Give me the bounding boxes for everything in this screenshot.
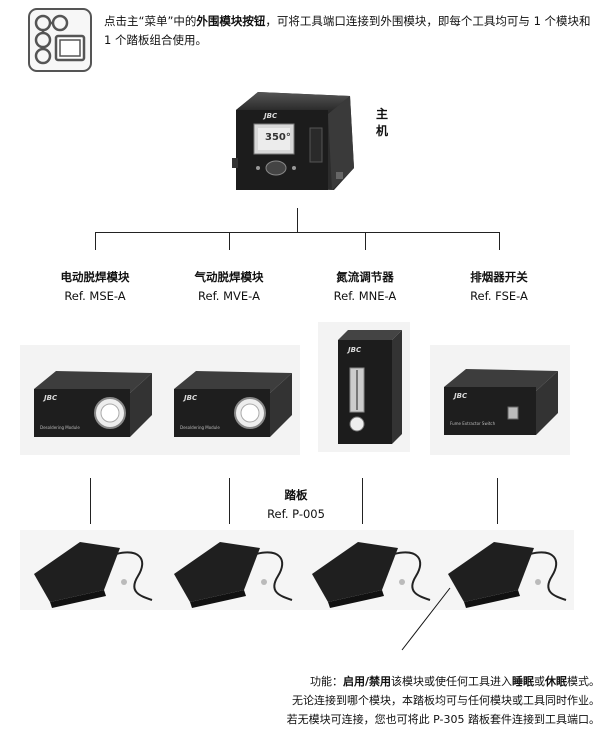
module-mse-panel-text: Desoldering Module	[40, 425, 80, 430]
module-mse-brand: JBC	[44, 394, 58, 402]
intro-text: 点击主“菜单”中的外围模块按钮，可将工具端口连接到外围模块，即每个工具均可与 1…	[104, 14, 591, 47]
main-unit-image: JBC 350°	[228, 88, 358, 200]
module-mne-brand: JBC	[348, 346, 362, 354]
pedal-image-3	[298, 530, 438, 610]
tree-branch-2	[229, 232, 230, 250]
module-image-mse: JBC Desoldering Module	[20, 345, 160, 455]
pedal-connector-2	[229, 478, 230, 524]
pedal-image-1	[20, 530, 160, 610]
module-fse-brand: JBC	[454, 392, 468, 400]
module-image-fse: JBC Fume Extractor Switch	[430, 345, 570, 455]
tree-branch-3	[365, 232, 366, 250]
tree-branch-4	[499, 232, 500, 250]
module-image-mve: JBC Desoldering Module	[160, 345, 300, 455]
footer-line-2: 无论连接到哪个模块，本踏板均可与任何模块或工具同时作业。	[292, 694, 600, 707]
module-mve-panel-text: Desoldering Module	[180, 425, 220, 430]
main-unit-label: 主 机	[376, 107, 389, 138]
module-fse-panel-text: Fume Extractor Switch	[450, 421, 496, 426]
footer-line-3: 若无模块可连接，您也可将此 P-305 踏板套件连接到工具端口。	[286, 713, 600, 726]
main-unit-brand: JBC	[264, 112, 278, 120]
footer-line-1: 功能：启用/禁用该模块或使任何工具进入睡眠或休眠模式。	[309, 675, 600, 688]
tree-stem	[297, 208, 298, 232]
pedal-connector-4	[497, 478, 498, 524]
pedal-image-2	[160, 530, 300, 610]
main-unit-display-temp: 350°	[265, 132, 291, 143]
tree-horizontal	[95, 232, 500, 233]
footer-text: 功能：启用/禁用该模块或使任何工具进入睡眠或休眠模式。 无论连接到哪个模块，本踏…	[210, 672, 600, 729]
pedal-connector-3	[362, 478, 363, 524]
pedal-image-4	[434, 530, 574, 610]
pedal-connector-1	[90, 478, 91, 524]
peripheral-modules-icon	[28, 8, 92, 72]
module-mve-brand: JBC	[184, 394, 198, 402]
module-image-mne: JBC	[318, 322, 410, 452]
pedal-pointer-line	[401, 587, 451, 651]
tree-branch-1	[95, 232, 96, 250]
